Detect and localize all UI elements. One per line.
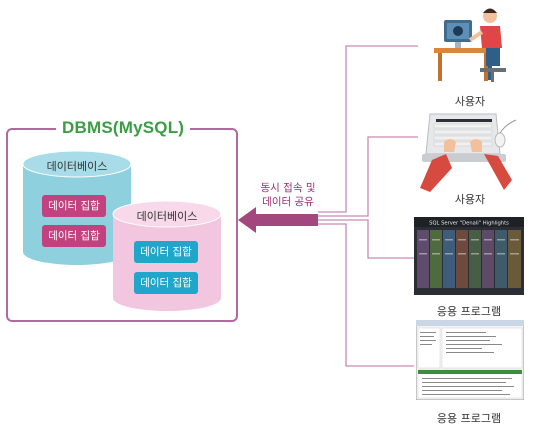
access-caption: 동시 접속 및 데이터 공유 xyxy=(248,181,328,209)
dataset-chip: 데이터 집합 xyxy=(134,241,198,263)
client-label-2: 사용자 xyxy=(454,193,486,206)
dbms-title: DBMS(MySQL) xyxy=(56,118,191,138)
sql-server-highlights-screenshot: SQL Server "Denali" Highlights xyxy=(414,217,524,295)
dataset-chip: 데이터 집합 xyxy=(42,225,106,247)
access-line-1: 동시 접속 및 xyxy=(260,182,316,194)
sql-server-title: SQL Server "Denali" Highlights xyxy=(429,221,509,227)
laptop-typing-hands-icon xyxy=(420,113,517,192)
client-label-1: 사용자 xyxy=(454,95,486,108)
database-label-1: 데이터베이스 xyxy=(46,160,108,173)
dataset-chip: 데이터 집합 xyxy=(42,195,106,217)
line-to-client-1 xyxy=(318,45,418,213)
client-label-4: 응용 프로그램 xyxy=(436,412,502,425)
dataset-chip: 데이터 집합 xyxy=(134,272,198,294)
database-label-2: 데이터베이스 xyxy=(136,210,198,223)
person-at-desk-icon xyxy=(434,8,506,82)
application-window-screenshot xyxy=(416,320,524,400)
access-line-2: 데이터 공유 xyxy=(262,196,314,208)
line-to-client-4 xyxy=(318,223,414,367)
client-label-3: 응용 프로그램 xyxy=(436,305,502,318)
line-to-client-3 xyxy=(318,219,414,259)
access-arrow xyxy=(238,207,318,233)
line-to-client-2 xyxy=(318,136,418,217)
